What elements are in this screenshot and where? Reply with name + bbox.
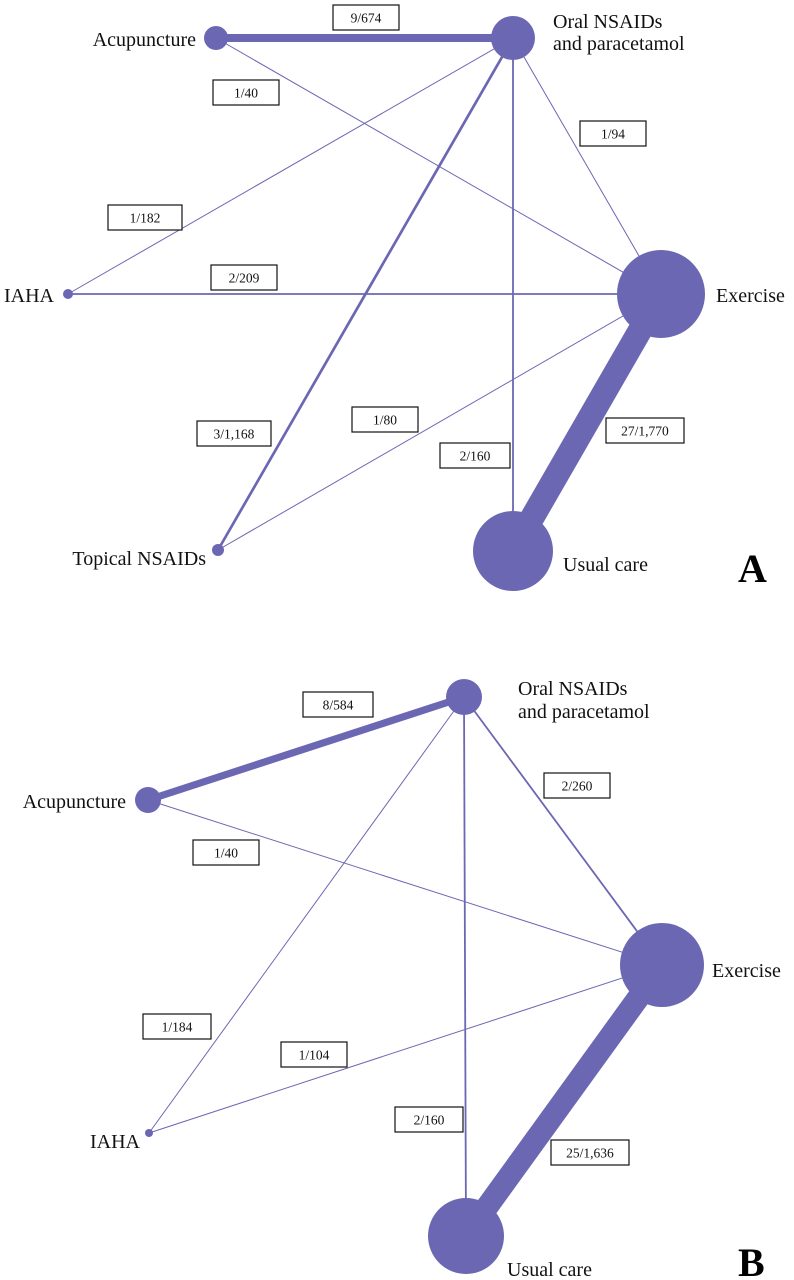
edge-label-layer: 9/674 1/40 1/94 1/182 2/209 3/1,168 1/80 2/160 2… xyxy=(107,4,685,469)
node-label-usual-care: Usual care xyxy=(507,1259,592,1280)
node-label-oral-nsaids-line-2: and paracetamol xyxy=(518,701,650,723)
node-label-oral-nsaids-line-1: Oral NSAIDs xyxy=(518,678,628,700)
edge-label-text: 27/1,770 xyxy=(621,424,669,439)
edge-label-oral-nsaids-topical-nsaids: 3/1,168 xyxy=(196,420,272,447)
node-label-usual-care: Usual care xyxy=(563,554,648,576)
edge-label-box xyxy=(107,204,183,231)
node-label-oral-nsaids-line-1: Oral NSAIDs xyxy=(553,11,663,33)
edge-label-exercise-usual-care: 27/1,770 xyxy=(605,417,685,444)
panel-letter-a: A xyxy=(738,546,767,591)
edge-label-box xyxy=(192,839,260,866)
node-label-acupuncture: Acupuncture xyxy=(23,791,126,813)
edge-label-text: 1/80 xyxy=(373,413,397,428)
edge-label-text: 1/182 xyxy=(130,211,161,226)
node-exercise xyxy=(620,923,704,1007)
edge-label-topical-nsaids-exercise: 1/80 xyxy=(351,406,419,433)
edge-layer xyxy=(146,693,672,1243)
node-label-oral-nsaids-line-2: and paracetamol xyxy=(553,33,685,55)
edge-label-iaha-exercise: 1/104 xyxy=(280,1041,348,1068)
edge-label-text: 1/40 xyxy=(214,846,238,861)
edge-label-text: 2/209 xyxy=(229,271,260,286)
edge-oral-nsaids-topical-nsaids xyxy=(216,37,515,551)
edge-topical-nsaids-exercise xyxy=(217,293,662,551)
edge-label-text: 25/1,636 xyxy=(566,1146,614,1161)
edge-label-acupuncture-exercise: 1/40 xyxy=(192,839,260,866)
edge-label-box xyxy=(332,4,400,31)
edge-oral-nsaids-iaha xyxy=(67,37,514,295)
node-usual-care xyxy=(473,511,553,591)
edge-oral-nsaids-iaha xyxy=(148,696,465,1134)
edge-layer xyxy=(67,33,672,558)
node-iaha xyxy=(63,289,73,299)
edge-label-box xyxy=(210,264,278,291)
edge-oral-nsaids-exercise xyxy=(512,37,662,295)
edge-label-text: 9/674 xyxy=(351,11,382,26)
edge-label-iaha-exercise: 2/209 xyxy=(210,264,278,291)
edge-label-oral-nsaids-usual-care: 2/160 xyxy=(439,442,511,469)
node-oral-nsaids xyxy=(491,16,535,60)
node-acupuncture xyxy=(135,787,161,813)
edge-label-box xyxy=(394,1106,464,1133)
edge-label-box xyxy=(543,772,611,799)
node-label-exercise: Exercise xyxy=(712,960,781,982)
node-exercise xyxy=(617,250,705,338)
edge-label-text: 2/160 xyxy=(414,1113,445,1128)
edge-label-box xyxy=(280,1041,348,1068)
edge-oral-nsaids-usual-care xyxy=(463,696,467,1237)
edge-oral-nsaids-exercise xyxy=(463,696,663,966)
node-oral-nsaids xyxy=(446,679,482,715)
edge-label-layer: 8/584 2/260 1/40 1/184 1/104 2/160 25/1,636 xyxy=(142,691,630,1166)
edge-label-exercise-usual-care: 25/1,636 xyxy=(550,1139,630,1166)
edge-label-text: 1/40 xyxy=(234,86,258,101)
edge-label-oral-nsaids-usual-care: 2/160 xyxy=(394,1106,464,1133)
edge-label-oral-nsaids-exercise: 2/260 xyxy=(543,772,611,799)
node-topical-nsaids xyxy=(212,544,224,556)
node-iaha xyxy=(145,1129,153,1137)
edge-label-box xyxy=(550,1139,630,1166)
node-usual-care xyxy=(428,1198,504,1274)
edge-acupuncture-exercise xyxy=(147,799,663,966)
edge-exercise-usual-care xyxy=(456,958,672,1243)
edge-exercise-usual-care xyxy=(502,287,672,558)
edge-label-box xyxy=(142,1013,212,1040)
edge-label-oral-nsaids-exercise: 1/94 xyxy=(579,120,647,147)
edge-label-oral-nsaids-iaha: 1/184 xyxy=(142,1013,212,1040)
node-label-exercise: Exercise xyxy=(716,285,785,307)
edge-label-acupuncture-exercise: 1/40 xyxy=(212,79,280,106)
edge-label-text: 2/160 xyxy=(460,449,491,464)
edge-label-acupuncture-oral-nsaids: 9/674 xyxy=(332,4,400,31)
edge-label-text: 8/584 xyxy=(323,698,354,713)
node-acupuncture xyxy=(204,26,228,50)
edge-label-text: 1/94 xyxy=(601,127,625,142)
edge-label-box xyxy=(212,79,280,106)
edge-label-acupuncture-oral-nsaids: 8/584 xyxy=(302,691,374,718)
edge-label-box xyxy=(351,406,419,433)
edge-label-box xyxy=(605,417,685,444)
edge-label-oral-nsaids-iaha: 1/182 xyxy=(107,204,183,231)
node-label-iaha: IAHA xyxy=(4,285,55,307)
edge-label-text: 3/1,168 xyxy=(214,427,255,442)
edge-label-box xyxy=(196,420,272,447)
node-label-iaha: IAHA xyxy=(90,1131,141,1153)
edge-label-box xyxy=(579,120,647,147)
edge-iaha-exercise xyxy=(148,964,663,1134)
edge-label-text: 1/104 xyxy=(299,1048,330,1063)
node-label-topical-nsaids: Topical NSAIDs xyxy=(72,548,206,570)
edge-label-box xyxy=(302,691,374,718)
edge-label-text: 1/184 xyxy=(162,1020,193,1035)
edge-acupuncture-oral-nsaids xyxy=(146,693,466,804)
panel-letter-b: B xyxy=(738,1240,765,1280)
edge-label-text: 2/260 xyxy=(562,779,593,794)
edge-label-box xyxy=(439,442,511,469)
node-label-acupuncture: Acupuncture xyxy=(93,29,196,51)
